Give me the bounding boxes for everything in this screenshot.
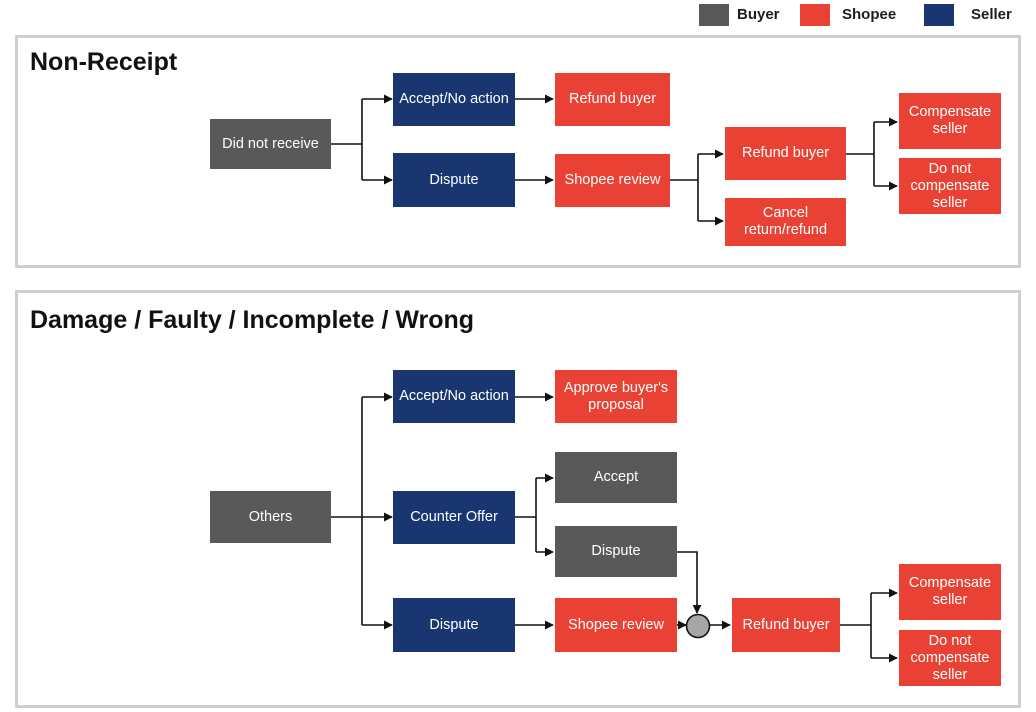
did-not-receive-box: Did not receive [210, 119, 331, 169]
nr-do-not-line3: seller [932, 194, 968, 211]
dm-shopee-review-box: Shopee review [555, 598, 677, 652]
did-not-receive-label: Did not receive [222, 135, 319, 152]
nr-refund-buyer-label-1: Refund buyer [568, 91, 657, 107]
legend-swatch-seller [924, 4, 954, 26]
nr-cancel-line2: return/refund [743, 222, 828, 238]
legend-swatch-buyer [699, 4, 729, 26]
dm-do-not-compensate-box: Do not compensate seller [899, 630, 1001, 686]
legend-label-shopee: Shopee [842, 6, 897, 23]
others-box: Others [210, 491, 331, 543]
nr-shopee-review-label: Shopee review [564, 172, 661, 188]
nr-dispute-box: Dispute [393, 153, 515, 207]
nr-do-not-compensate-box: Do not compensate seller [899, 158, 1001, 214]
nr-dispute-label: Dispute [429, 171, 479, 188]
nr-do-not-line1: Do not [928, 160, 972, 177]
others-label: Others [248, 508, 293, 525]
dm-compensate-line2: seller [932, 592, 968, 608]
nr-accept-no-action-box: Accept/No action [393, 73, 515, 126]
nr-compensate-line2: seller [932, 121, 968, 137]
dm-accept-no-action-box: Accept/No action [393, 370, 515, 423]
nr-do-not-line2: compensate [910, 177, 990, 194]
buyer-accept-box: Accept [555, 452, 677, 503]
non-receipt-panel: Non-Receipt [15, 35, 1021, 268]
dm-shopee-review-label: Shopee review [568, 616, 664, 633]
dm-refund-buyer-box: Refund buyer [732, 598, 840, 652]
dm-do-not-line3: seller [932, 666, 968, 683]
non-receipt-title: Non-Receipt [30, 48, 178, 76]
nr-compensate-line1: Compensate [908, 104, 992, 120]
nr-cancel-return-refund-box: Cancel return/refund [725, 198, 846, 246]
dm-do-not-line1: Do not [928, 632, 972, 649]
legend-swatch-shopee [800, 4, 830, 26]
nr-accept-no-action-label: Accept/No action [399, 91, 509, 107]
nr-refund-buyer-label-2: Refund buyer [741, 145, 830, 161]
dm-accept-no-action-label: Accept/No action [399, 388, 509, 404]
counter-offer-label: Counter Offer [410, 509, 498, 525]
dm-compensate-line1: Compensate [908, 575, 992, 591]
nr-refund-buyer-box-1: Refund buyer [555, 73, 670, 126]
nr-refund-buyer-box-2: Refund buyer [725, 127, 846, 180]
legend-label-buyer: Buyer [737, 6, 780, 23]
dm-dispute-label: Dispute [429, 616, 479, 633]
dm-do-not-line2: compensate [910, 649, 990, 666]
nr-compensate-seller-box: Compensate seller [899, 93, 1001, 149]
dm-dispute-box: Dispute [393, 598, 515, 652]
nr-shopee-review-box: Shopee review [555, 154, 670, 207]
counter-offer-box: Counter Offer [393, 491, 515, 544]
approve-line1: Approve buyer's [563, 379, 669, 396]
damage-title: Damage / Faulty / Incomplete / Wrong [30, 306, 475, 334]
legend-label-seller: Seller [971, 6, 1012, 23]
dm-compensate-seller-box: Compensate seller [899, 564, 1001, 620]
damage-panel: Damage / Faulty / Incomplete / Wrong [15, 290, 1021, 708]
buyer-dispute-label: Dispute [591, 543, 641, 559]
nr-cancel-line1: Cancel [762, 205, 809, 221]
approve-buyers-proposal-box: Approve buyer's proposal [555, 370, 677, 423]
dm-refund-buyer-label: Refund buyer [742, 616, 830, 633]
buyer-dispute-box: Dispute [555, 526, 677, 577]
approve-line2: proposal [588, 396, 644, 413]
buyer-accept-label: Accept [593, 469, 639, 485]
